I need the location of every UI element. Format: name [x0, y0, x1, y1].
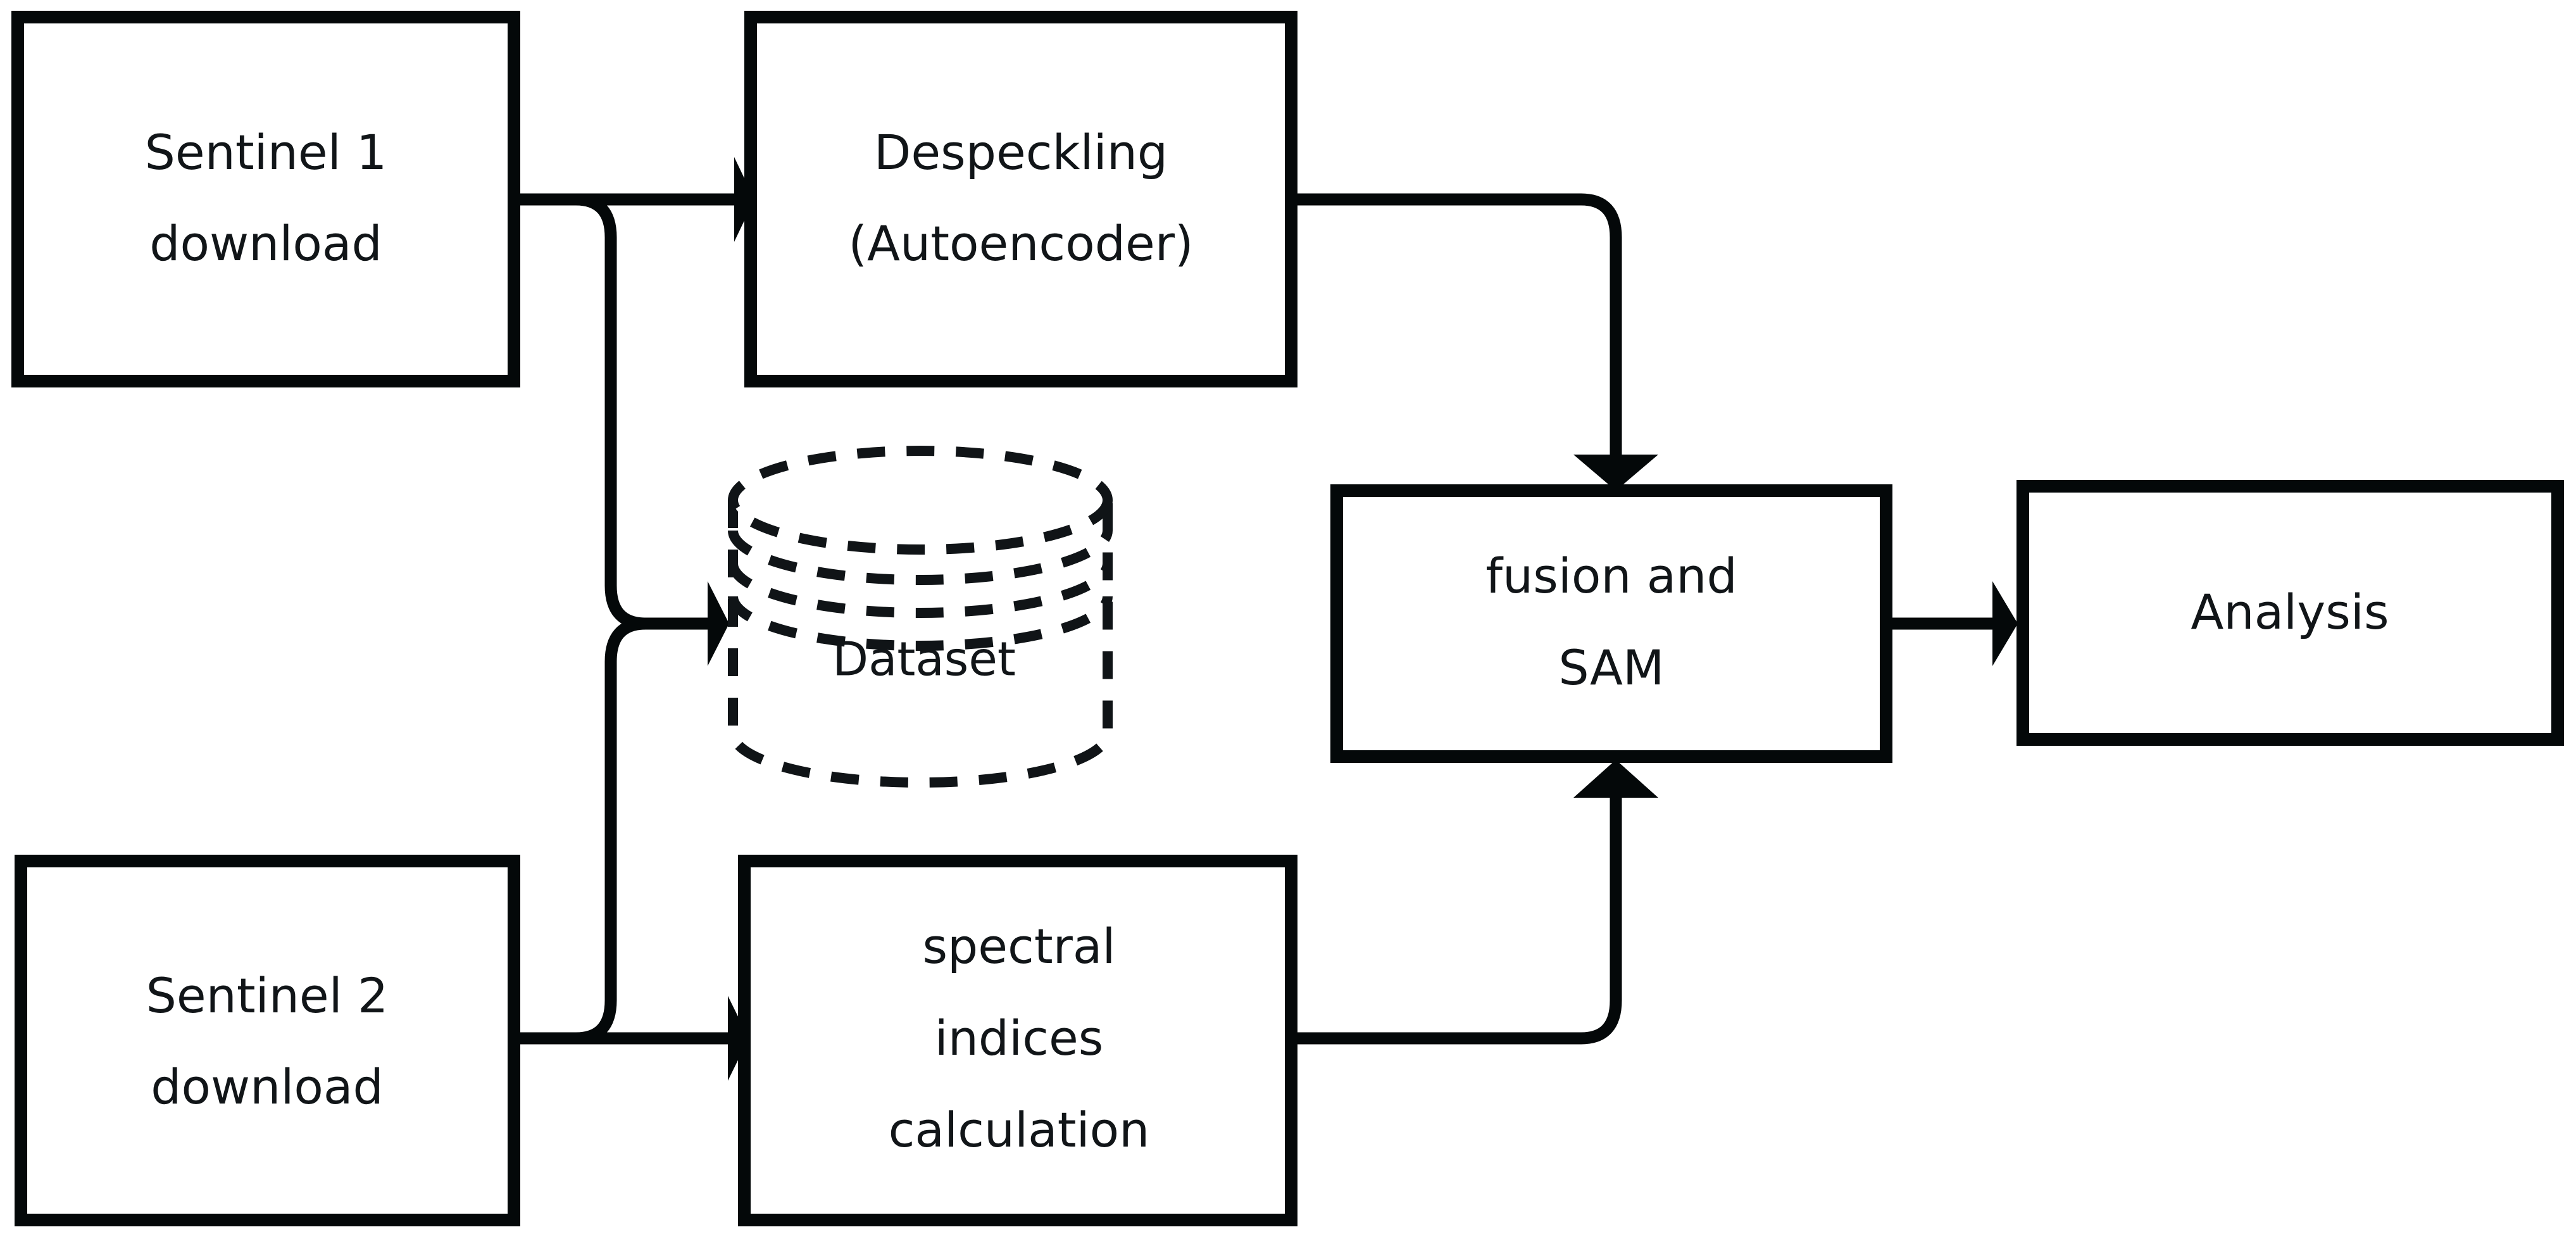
node-sentinel2-download[interactable]: Sentinel 2 download [15, 855, 520, 1226]
node-spectral-indices-calculation[interactable]: spectral indices calculation [738, 855, 1297, 1226]
edge-fusion-to-analysis [1880, 581, 2018, 666]
cylinder-disk-arc-1 [728, 530, 1113, 585]
node-despeckling-label-line2: (Autoencoder) [848, 215, 1193, 272]
edge-spectral-to-fusion [1291, 760, 1658, 1045]
arrowhead-icon [708, 581, 729, 666]
node-spectral-rect[interactable] [738, 855, 1297, 1226]
node-sentinel1-download[interactable]: Sentinel 1 download [11, 11, 520, 387]
node-analysis-rect[interactable] [2016, 480, 2564, 746]
node-sentinel2-label-line2: download [151, 1059, 384, 1115]
cylinder-disk-arc-2 [728, 563, 1113, 618]
node-fusion-rect[interactable] [1330, 484, 1892, 763]
node-fusion-and-sam[interactable]: fusion and SAM [1330, 484, 1892, 763]
arrowhead-icon [1573, 455, 1658, 491]
node-sentinel1-label-line2: download [149, 215, 382, 272]
arrowhead-icon [1992, 581, 2018, 666]
node-dataset-label: Dataset [832, 632, 1016, 687]
node-sentinel1-rect[interactable] [11, 11, 520, 387]
arrowhead-icon [1573, 760, 1658, 798]
edge-sentinel1-to-dataset [514, 193, 729, 666]
node-analysis-label: Analysis [2191, 584, 2389, 640]
cylinder-top-ellipse [728, 446, 1113, 555]
edge-despeckling-to-fusion [1291, 193, 1658, 491]
edge-sentinel2-to-dataset [514, 617, 708, 1045]
node-despeckling[interactable]: Despeckling (Autoencoder) [744, 11, 1297, 387]
cylinder-disk-arc-3 [728, 596, 1113, 651]
node-dataset-cylinder[interactable]: Dataset [728, 446, 1113, 788]
node-despeckling-label-line1: Despeckling [874, 124, 1168, 180]
node-spectral-label-line3: calculation [889, 1102, 1150, 1158]
node-spectral-label-line1: spectral [922, 918, 1115, 974]
node-despeckling-rect[interactable] [744, 11, 1297, 387]
node-sentinel1-label-line1: Sentinel 1 [145, 124, 387, 180]
node-sentinel2-label-line1: Sentinel 2 [146, 967, 389, 1024]
node-sentinel2-rect[interactable] [15, 855, 520, 1226]
node-analysis[interactable]: Analysis [2016, 480, 2564, 746]
node-fusion-label-line2: SAM [1558, 639, 1664, 696]
edge-sentinel2-to-spectral [508, 996, 749, 1081]
node-fusion-label-line1: fusion and [1485, 548, 1737, 604]
node-spectral-label-line2: indices [935, 1010, 1104, 1066]
